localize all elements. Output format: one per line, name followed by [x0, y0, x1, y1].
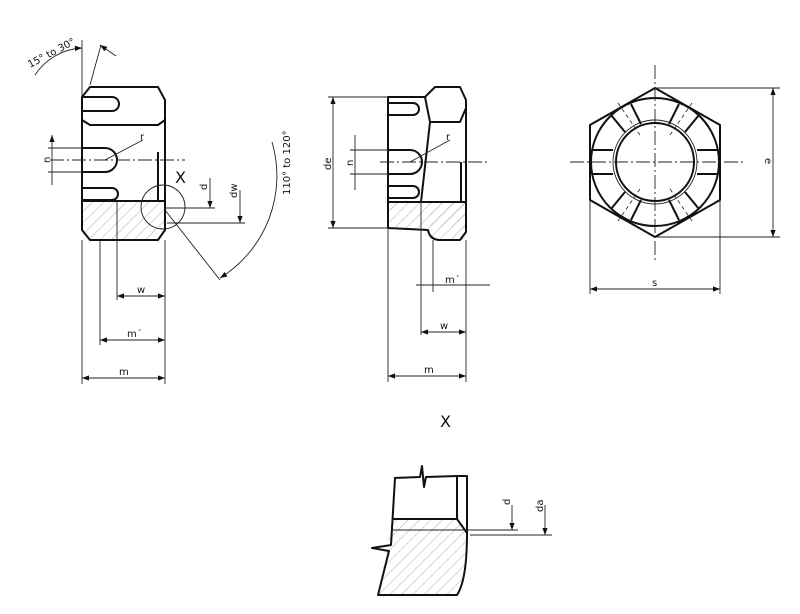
label-m: m	[424, 365, 434, 376]
crown-edge	[424, 96, 467, 123]
top-view: e s	[570, 65, 780, 294]
label-angle-bearing: 110° to 120°	[282, 130, 293, 195]
crown-edge	[81, 119, 166, 126]
label-w: w	[137, 285, 145, 296]
label-s: s	[652, 278, 657, 289]
label-angle-top: 15° to 30°	[26, 37, 77, 71]
label-x-ref: X	[175, 168, 186, 187]
detail-x: X d da	[371, 412, 552, 596]
castle-slots	[592, 102, 718, 222]
detail-outline	[371, 465, 468, 596]
label-r: r	[446, 132, 451, 143]
label-m-prime: m´	[127, 328, 142, 340]
label-d: d	[199, 184, 210, 190]
side-view: r n X d dw 110° to 120° 15° to 30° w m	[26, 37, 293, 384]
label-e: e	[762, 158, 773, 164]
label-m-prime: m´	[445, 274, 460, 286]
nut-outline	[81, 86, 166, 241]
slot	[82, 96, 120, 112]
label-r: r	[140, 132, 145, 143]
label-d: d	[502, 499, 513, 505]
label-dw: dw	[229, 183, 240, 198]
label-m: m	[119, 367, 129, 378]
label-n: n	[42, 157, 53, 163]
label-da: da	[535, 500, 546, 512]
label-n: n	[345, 160, 356, 166]
detail-x-circle	[140, 184, 186, 230]
detail-x-title: X	[440, 412, 451, 431]
label-w: w	[440, 321, 448, 332]
slot	[82, 187, 119, 201]
side-view-collar: r de n m´ w m	[323, 86, 490, 382]
nut-outline	[387, 86, 467, 241]
label-de: de	[323, 158, 334, 171]
hatched-section	[82, 201, 165, 240]
